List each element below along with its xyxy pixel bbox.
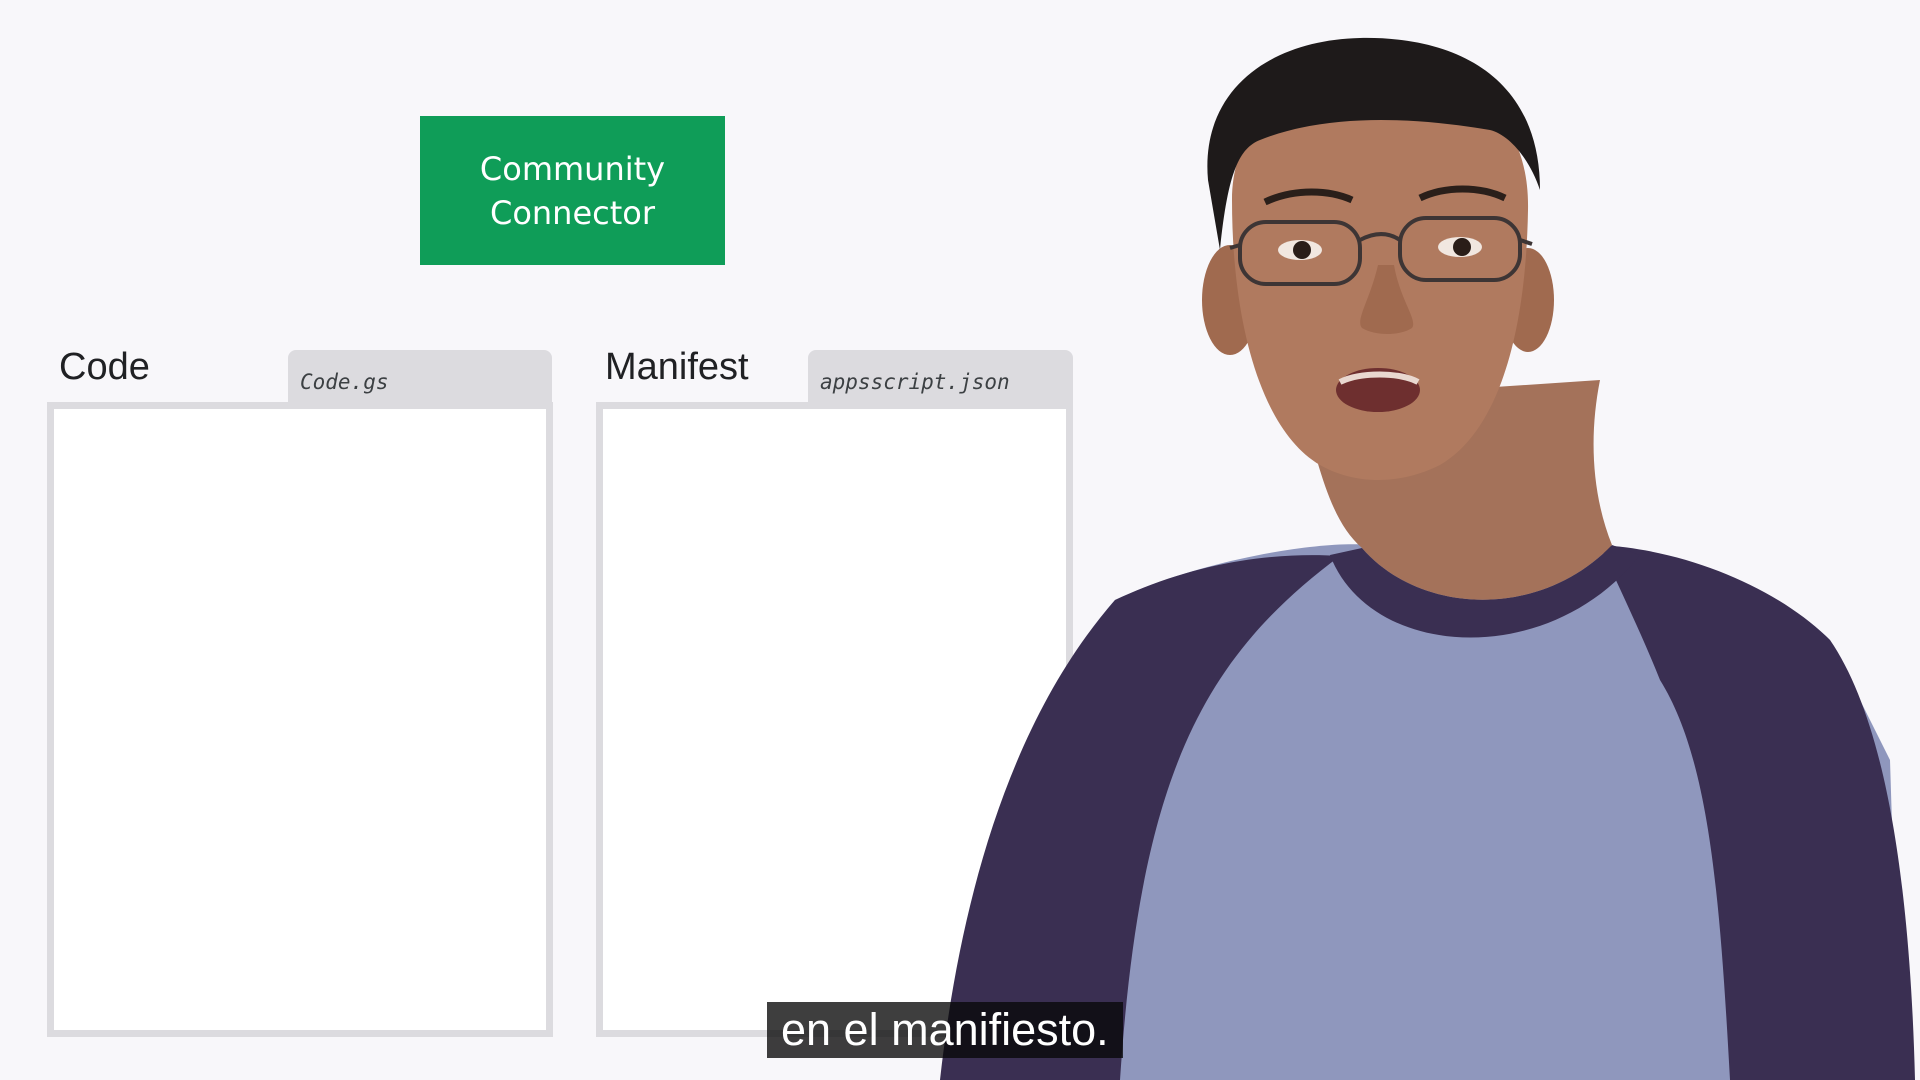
- presenter-figure: [940, 37, 1915, 1080]
- code-panel: [47, 402, 553, 1037]
- connector-label-line1: Community: [479, 149, 666, 188]
- manifest-file-tab: appsscript.json: [808, 350, 1073, 410]
- code-panel-title: Code: [59, 346, 150, 388]
- video-subtitle: en el manifiesto.: [767, 1002, 1123, 1058]
- code-file-tab: Code.gs: [288, 350, 552, 410]
- connector-label-line2: Connector: [489, 193, 656, 232]
- manifest-panel-title: Manifest: [605, 346, 749, 388]
- community-connector-box: Community Connector: [420, 116, 725, 265]
